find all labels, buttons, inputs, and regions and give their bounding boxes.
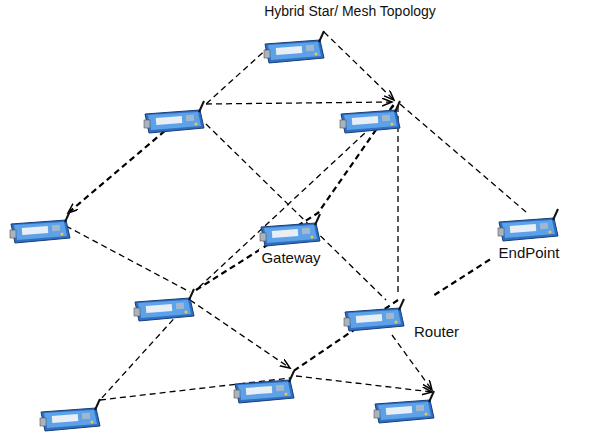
network-device: Gateway <box>258 213 324 266</box>
device-board <box>258 213 324 249</box>
network-device: EndPoint <box>496 208 562 261</box>
device-label: EndPoint <box>497 244 562 261</box>
device-label: Gateway <box>259 249 322 266</box>
device-label: Router <box>412 323 461 340</box>
network-link <box>434 258 493 295</box>
diagram-title: Hybrid Star/ Mesh Topology <box>150 3 550 19</box>
network-device: Router <box>342 298 461 334</box>
device-board <box>496 208 562 244</box>
device-board <box>342 298 408 334</box>
